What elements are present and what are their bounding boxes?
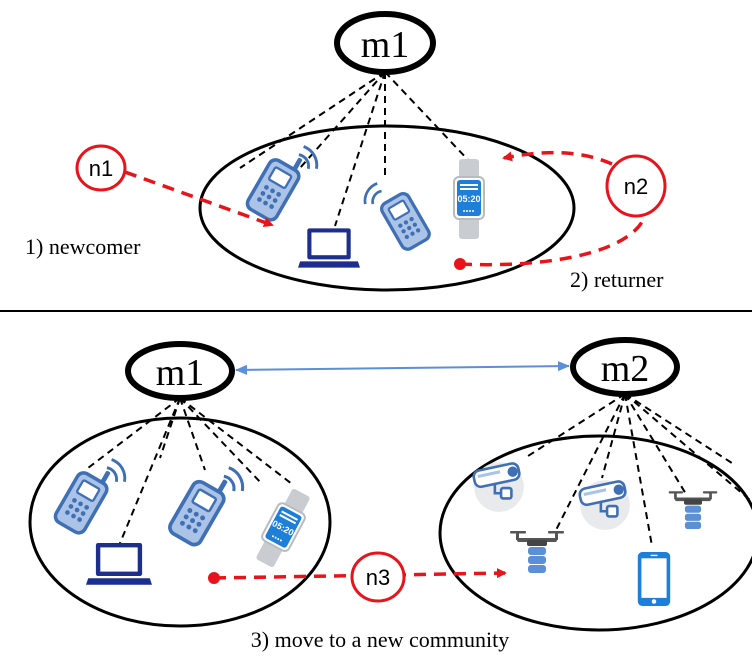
returner-origin-dot	[454, 258, 466, 270]
laptop-icon	[86, 543, 152, 585]
phone-icon	[363, 181, 434, 254]
watch-icon: 05:20	[249, 484, 317, 572]
watch-time: 05:20	[457, 194, 480, 204]
node-n3-label: n3	[366, 565, 390, 590]
master-node-m1	[334, 11, 436, 75]
master-node-m1-bottom	[125, 341, 235, 401]
master-node-m2	[570, 337, 680, 397]
node-n3	[350, 551, 406, 603]
master-node-m1-bottom-label: m1	[156, 352, 205, 394]
node-n1	[75, 144, 127, 192]
node-n1-label: n1	[89, 156, 113, 181]
community-left	[28, 416, 332, 628]
camera-icon	[471, 460, 526, 514]
smartphone-icon	[637, 552, 671, 606]
community-ellipse	[198, 124, 576, 292]
drone-icon	[668, 491, 718, 529]
caption-returner: 2) returner	[570, 267, 664, 292]
camera-icon	[577, 478, 632, 532]
m2-device-links	[527, 393, 751, 547]
caption-newcomer: 1) newcomer	[25, 234, 141, 259]
master-node-m2-label: m2	[601, 348, 650, 390]
master-link	[235, 361, 570, 375]
phone-icon	[243, 144, 319, 225]
phone-icon	[51, 457, 127, 538]
drone-icon	[510, 531, 564, 573]
master-node-m1-label: m1	[361, 24, 410, 66]
m1-device-links	[87, 397, 293, 549]
caption-move: 3) move to a new community	[251, 627, 509, 652]
community-right	[438, 434, 752, 632]
laptop-icon	[298, 228, 360, 268]
returner-arrow-in	[502, 150, 613, 166]
node-n2-label: n2	[624, 174, 648, 199]
node-n2	[605, 154, 667, 218]
phone-icon	[165, 465, 245, 550]
top-panel: m1 05:20 n1 n2 1) newcomer 2) returner	[25, 11, 667, 292]
newcomer-arrow	[124, 170, 274, 227]
bottom-panel: m1 m2 05:20 n3 3) move to a new communit…	[28, 337, 752, 652]
returner-path-out	[459, 215, 647, 267]
